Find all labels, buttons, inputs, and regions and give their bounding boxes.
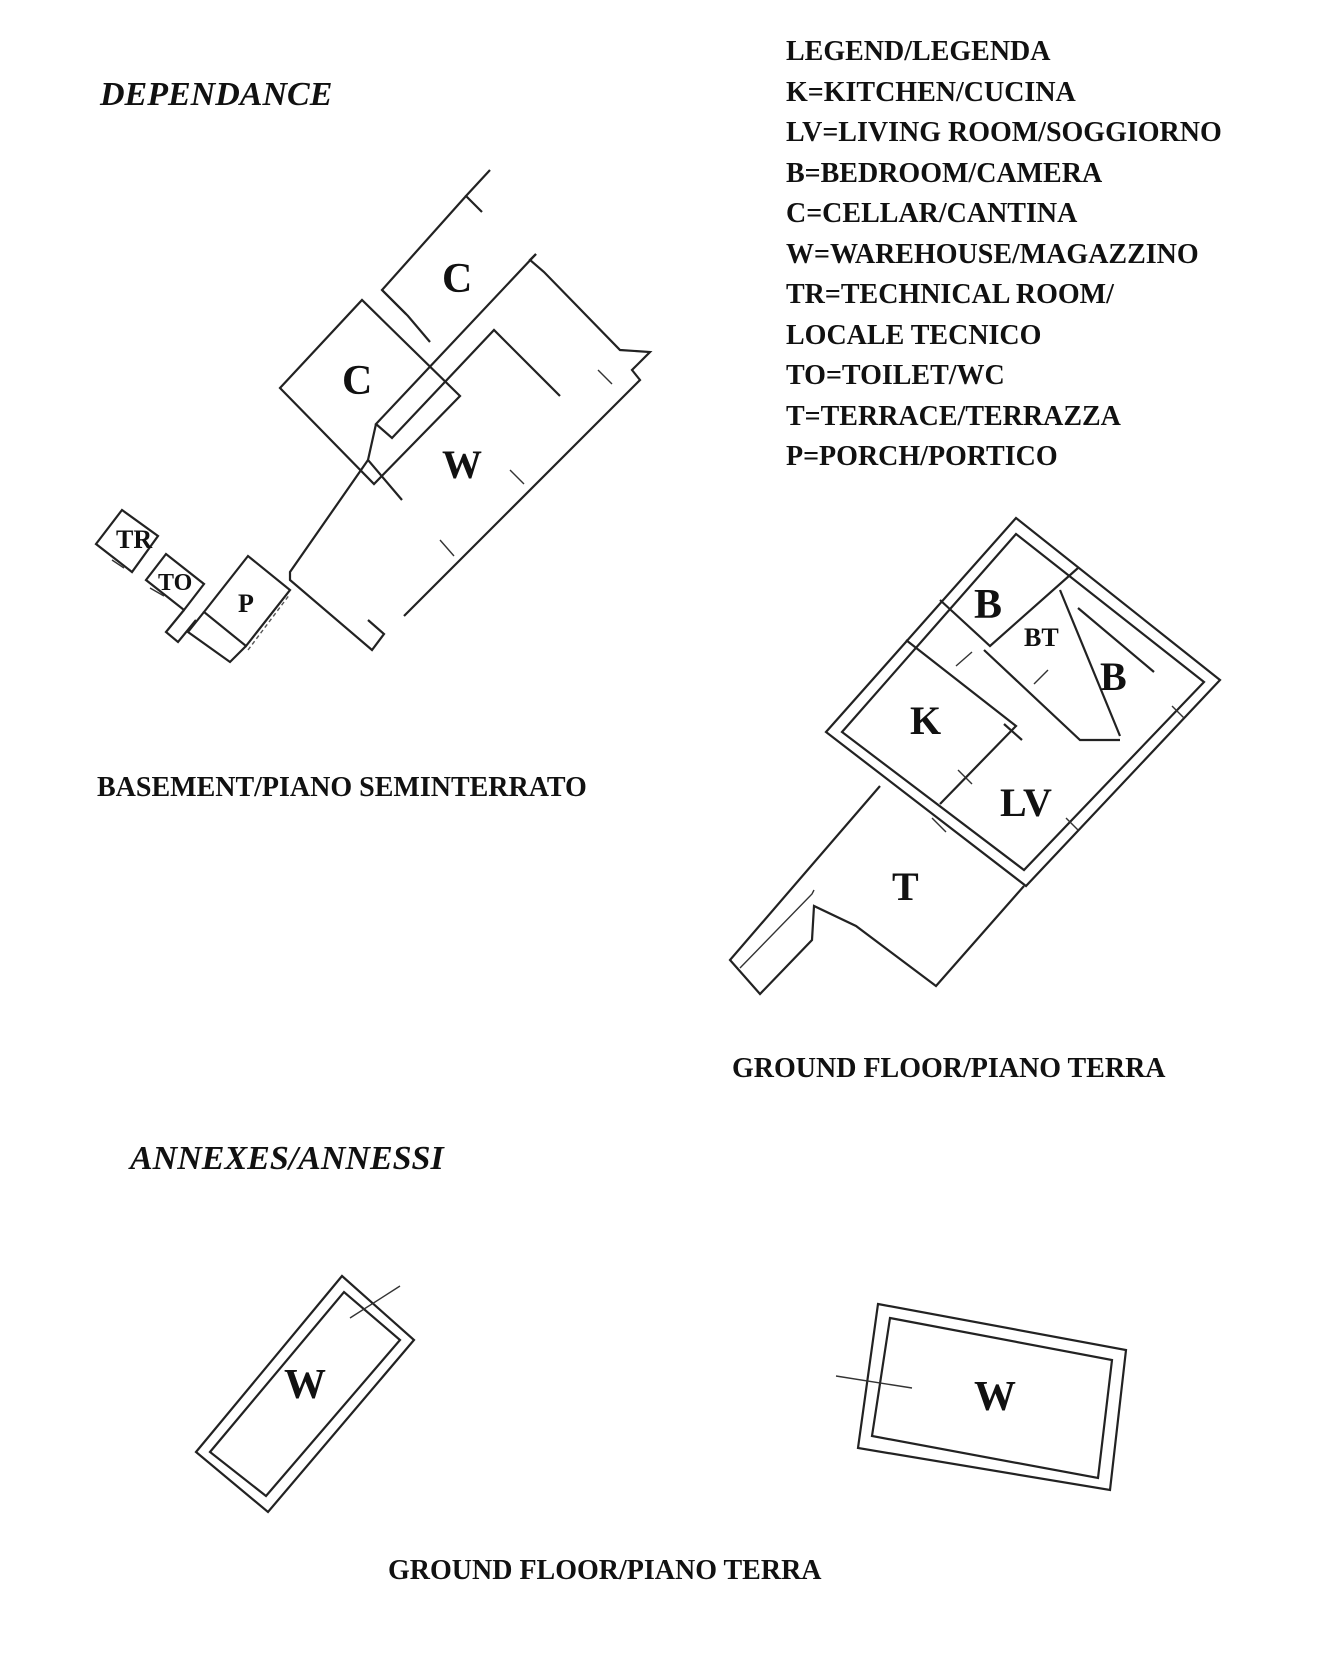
room-label-living-room: LV xyxy=(1000,780,1052,825)
door-mark xyxy=(509,469,525,485)
dependance-title: DEPENDANCE xyxy=(100,76,333,113)
wall xyxy=(1003,723,1023,741)
room-label-kitchen: K xyxy=(910,698,941,743)
legend-item: TO=TOILET/WC xyxy=(786,360,1005,391)
legend-item: LV=LIVING ROOM/SOGGIORNO xyxy=(786,117,1222,148)
warehouse-outer-wall xyxy=(403,253,653,617)
wall xyxy=(1058,589,1122,737)
legend-item: B=BEDROOM/CAMERA xyxy=(786,157,1103,189)
cellar-room xyxy=(278,298,462,486)
terrace-step xyxy=(739,889,815,969)
legend-item: W=WAREHOUSE/MAGAZZINO xyxy=(786,238,1199,270)
wall xyxy=(983,649,1120,742)
window-mark xyxy=(1171,705,1185,719)
legend-item: C=CELLAR/CANTINA xyxy=(786,198,1078,229)
room-label-warehouse: W xyxy=(974,1374,1016,1420)
room-label-porch: P xyxy=(238,589,254,618)
terrace-outline xyxy=(728,785,1025,996)
room-label-terrace: T xyxy=(892,864,919,909)
building-inner-wall xyxy=(840,532,1206,872)
door-mark xyxy=(149,587,165,597)
door-mark xyxy=(931,817,947,833)
wall xyxy=(1077,607,1155,673)
wall xyxy=(186,611,247,664)
annexes-caption: GROUND FLOOR/PIANO TERRA xyxy=(388,1555,822,1586)
door-mark xyxy=(439,539,455,557)
basement-caption: BASEMENT/PIANO SEMINTERRATO xyxy=(97,772,587,803)
warehouse-inner-wall xyxy=(374,253,561,440)
legend-item: P=PORCH/PORTICO xyxy=(786,441,1058,472)
annex-right-plan: W xyxy=(835,1302,1128,1492)
annex-inner-wall xyxy=(208,1290,402,1498)
legend-title: LEGEND/LEGENDA xyxy=(786,36,1051,67)
wall xyxy=(381,289,431,343)
ground-floor-plan: B BT B K LV T xyxy=(728,516,1222,996)
annex-outer-wall xyxy=(194,1274,416,1514)
wall xyxy=(164,609,197,644)
legend-item: K=KITCHEN/CUCINA xyxy=(786,76,1076,108)
basement-plan: C C W TR TO P xyxy=(94,169,653,664)
legend-item: T=TERRACE/TERRAZZA xyxy=(786,400,1121,432)
wall xyxy=(464,169,491,213)
door-mark xyxy=(835,1375,913,1389)
window-mark xyxy=(597,369,613,385)
porch-open-side xyxy=(247,593,291,651)
room-label-bathroom: BT xyxy=(1024,623,1059,652)
annexes-title: ANNEXES/ANNESSI xyxy=(130,1140,444,1177)
legend: LEGEND/LEGENDA K=KITCHEN/CUCINA LV=LIVIN… xyxy=(786,32,1222,478)
room-label-bedroom: B xyxy=(1100,654,1127,699)
room-label-cellar: C xyxy=(442,256,472,302)
door-mark xyxy=(349,1285,401,1319)
room-label-warehouse: W xyxy=(284,1362,326,1408)
annex-outer-wall xyxy=(856,1302,1128,1492)
annex-left-plan: W xyxy=(194,1274,416,1514)
room-label-toilet: TO xyxy=(158,570,192,596)
door-mark xyxy=(1033,669,1049,685)
room-label-technical-room: TR xyxy=(116,525,152,554)
room-label-cellar: C xyxy=(342,358,372,404)
door-mark xyxy=(957,769,973,785)
wall xyxy=(939,567,1079,648)
ground-floor-caption: GROUND FLOOR/PIANO TERRA xyxy=(732,1053,1166,1084)
annex-inner-wall xyxy=(870,1316,1114,1480)
door-mark xyxy=(955,651,973,667)
room-label-bedroom: B xyxy=(974,582,1002,628)
door-mark xyxy=(111,559,125,569)
building-outer-wall xyxy=(824,516,1222,888)
toilet-room xyxy=(144,552,206,612)
room-label-warehouse: W xyxy=(442,442,482,487)
technical-room xyxy=(94,508,160,574)
legend-item: TR=TECHNICAL ROOM/ xyxy=(786,279,1114,310)
porch-room xyxy=(202,554,292,648)
warehouse-lower-wall xyxy=(288,459,386,652)
legend-item: LOCALE TECNICO xyxy=(786,319,1042,351)
window-mark xyxy=(1065,817,1079,831)
